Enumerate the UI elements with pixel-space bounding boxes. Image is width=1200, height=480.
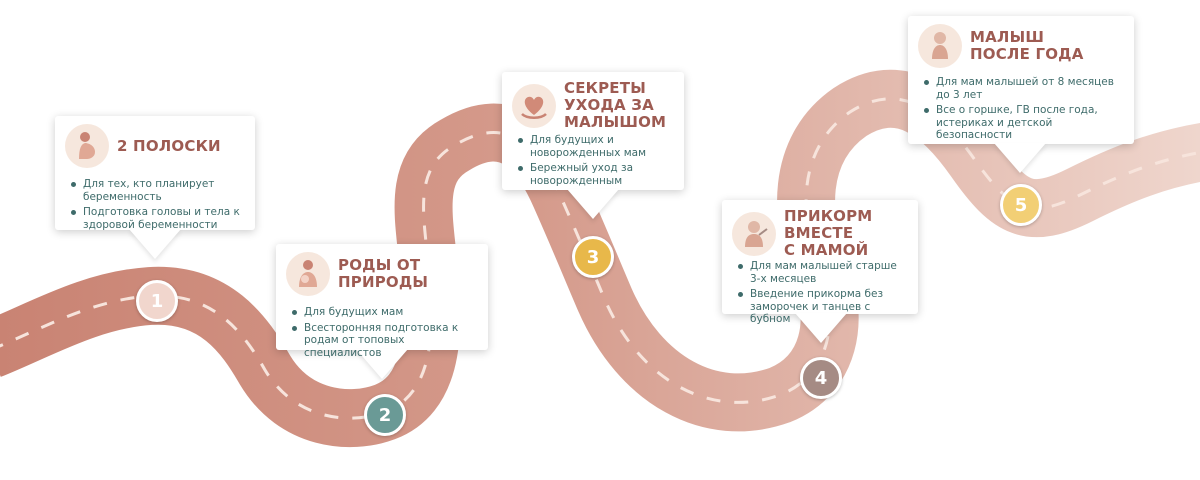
- step-card-4: Прикорм вместе с мамой Для мам малышей с…: [722, 200, 918, 343]
- step-number: 4: [814, 367, 828, 389]
- step-number: 2: [378, 404, 392, 426]
- bullet-item: Для мам малышей старше 3-х месяцев: [738, 260, 910, 285]
- bullet-item: Всесторонняя подготовка к родам от топов…: [292, 322, 480, 360]
- step-title: Секреты ухода за малышом: [564, 79, 667, 131]
- bullet-item: Для будущих и новорожденных мам: [518, 134, 676, 159]
- baby-food-icon: [732, 211, 776, 256]
- step-card-1: 2 полоски Для тех, кто планирует беремен…: [55, 116, 255, 259]
- step-title: 2 полоски: [117, 136, 221, 155]
- step-number: 5: [1014, 194, 1028, 216]
- mother-newborn-icon: [286, 252, 330, 296]
- bullet-item: Для мам малышей от 8 месяцев до 3 лет: [924, 76, 1126, 101]
- bullet-item: Для будущих мам: [292, 306, 480, 319]
- toddler-icon: [918, 24, 962, 68]
- step-badge-4: 4: [800, 357, 842, 399]
- step-card-3: Секреты ухода за малышом Для будущих и н…: [502, 72, 684, 219]
- bullet-item: Подготовка головы и тела к здоровой бере…: [71, 206, 247, 231]
- step-title: Прикорм вместе с мамой: [784, 207, 873, 259]
- step-card-5: Малыш после года Для мам малышей от 8 ме…: [908, 16, 1134, 173]
- bullet-item: Бережный уход за новорожденным: [518, 162, 676, 187]
- step-card-2: Роды от природы Для будущих мам Всесторо…: [276, 244, 488, 379]
- bullet-item: Введение прикорма без заморочек и танцев…: [738, 288, 910, 326]
- bullet-item: Для тех, кто планирует беременность: [71, 178, 247, 203]
- pregnant-woman-icon: [65, 124, 109, 168]
- step-badge-5: 5: [1000, 184, 1042, 226]
- step-number: 1: [150, 290, 164, 312]
- step-badge-2: 2: [364, 394, 406, 436]
- step-badge-1: 1: [136, 280, 178, 322]
- step-title: Роды от природы: [338, 256, 429, 291]
- step-number: 3: [586, 246, 600, 268]
- heart-hands-icon: [512, 83, 556, 128]
- step-badge-3: 3: [572, 236, 614, 278]
- step-title: Малыш после года: [970, 28, 1084, 63]
- bullet-item: Все о горшке, ГВ после года, истериках и…: [924, 104, 1126, 142]
